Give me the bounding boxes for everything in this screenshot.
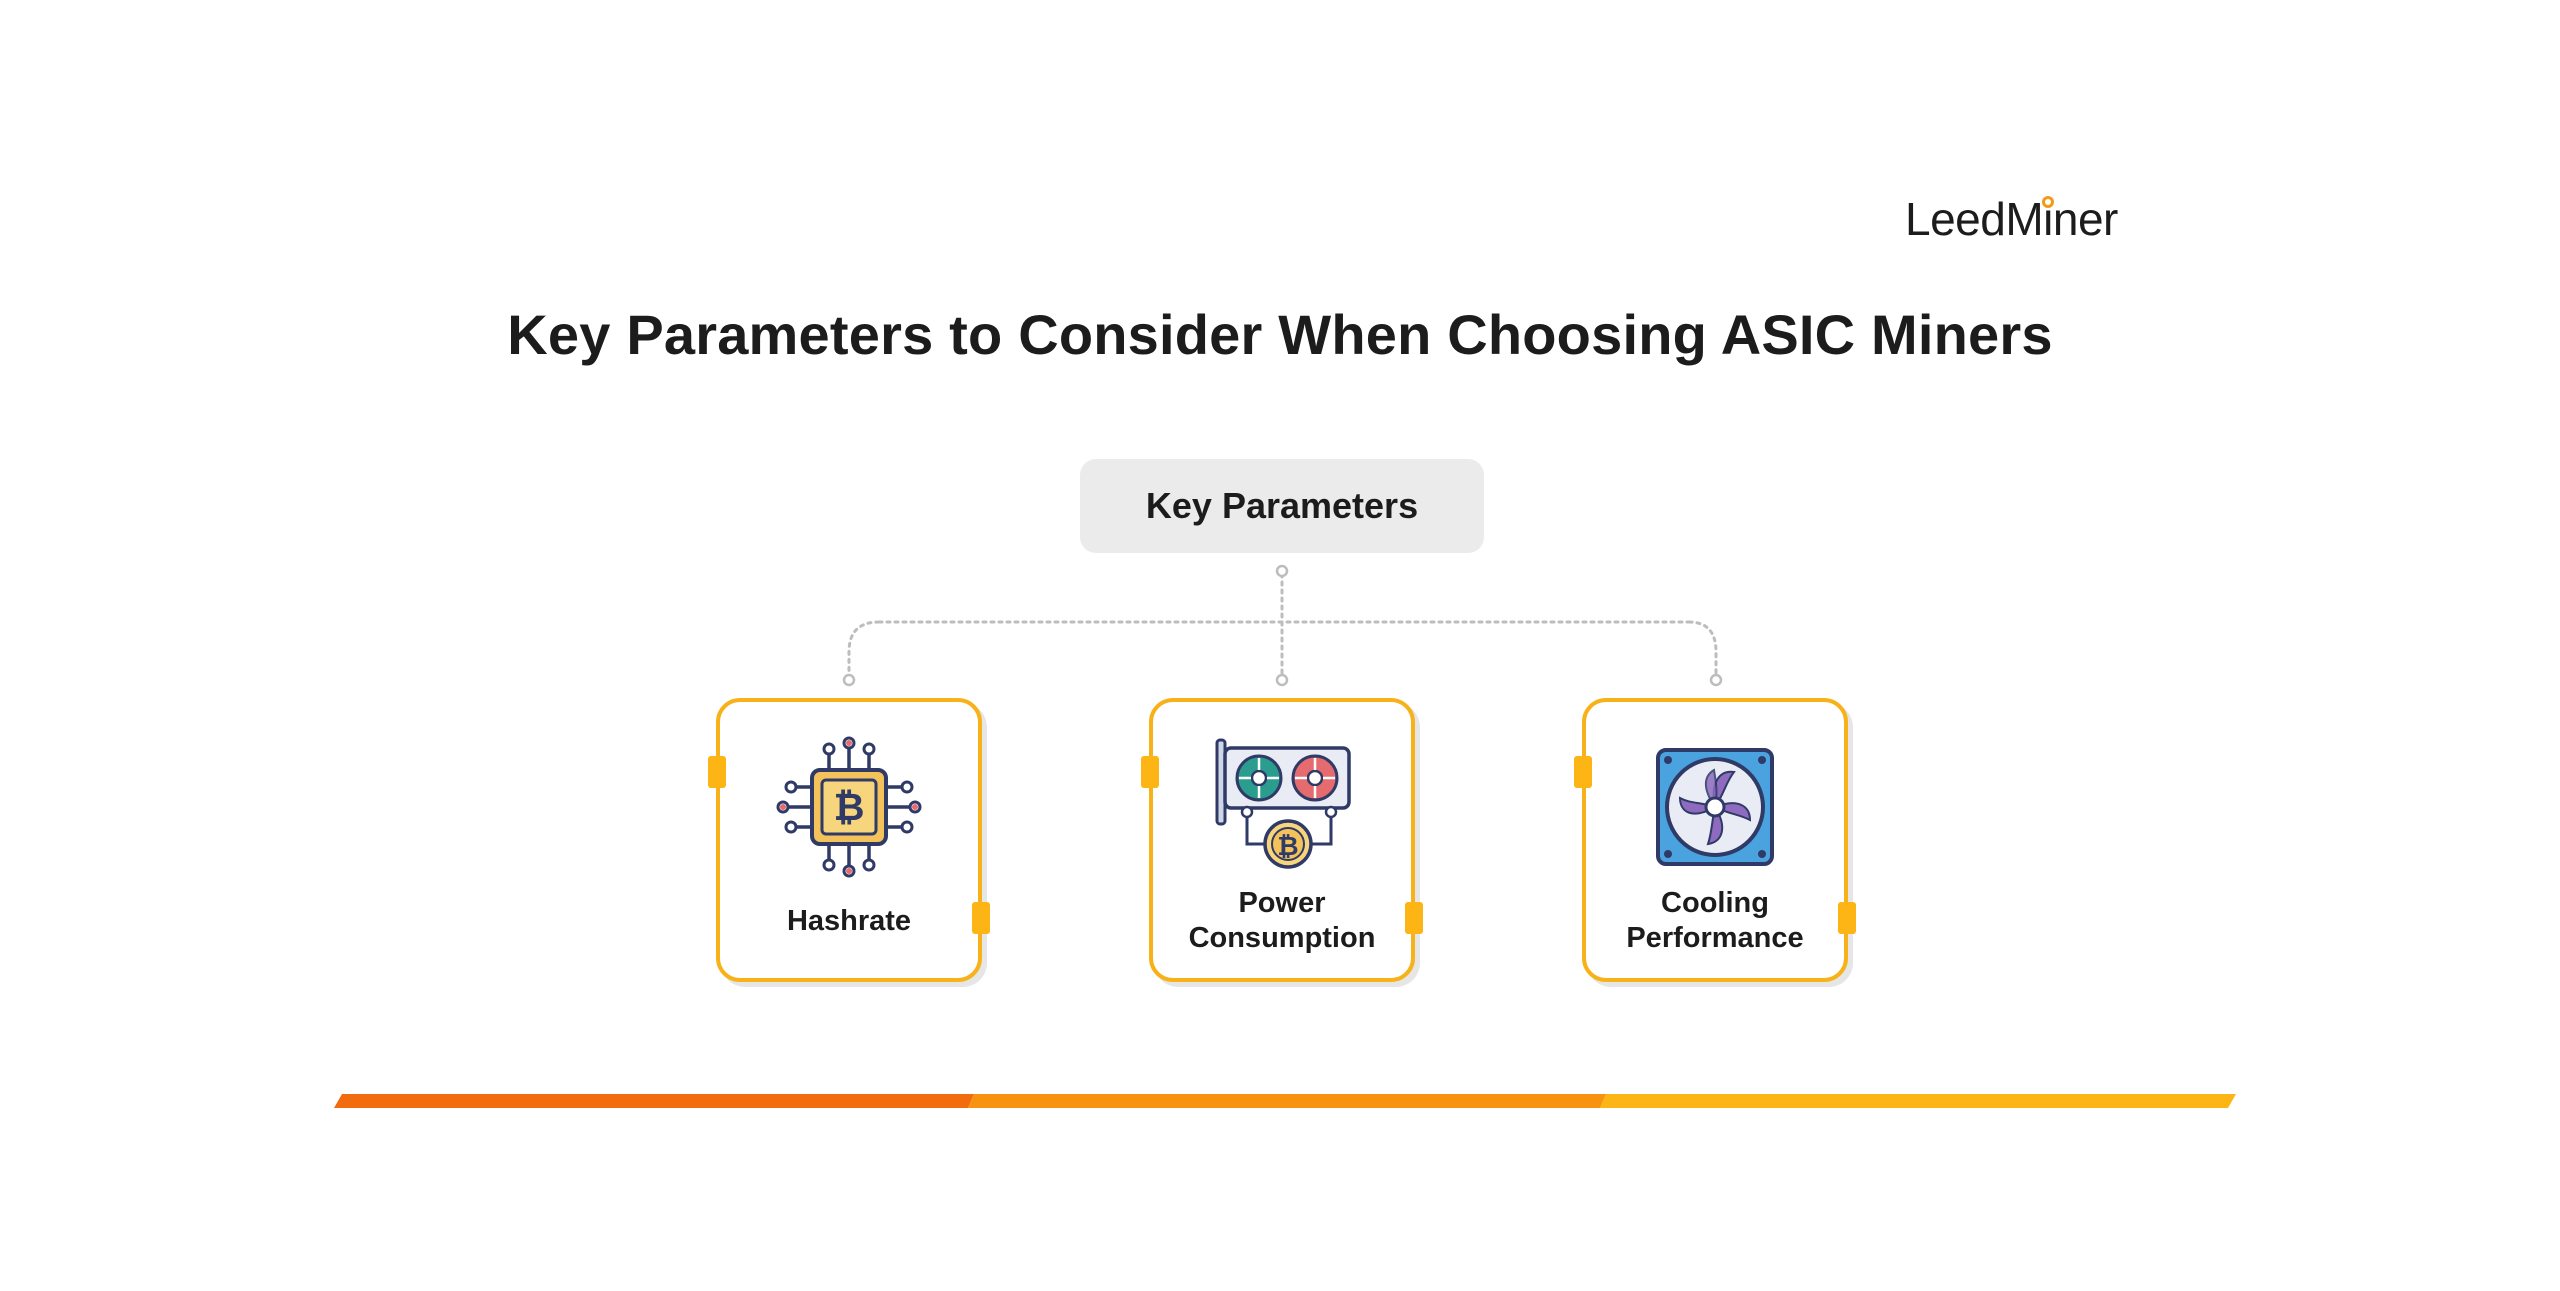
bar-segment-2 (968, 1094, 1606, 1108)
svg-text:₿: ₿ (1277, 832, 1298, 862)
parameter-card-hashrate: ₿ Hashrate (708, 698, 990, 982)
bitcoin-chip-icon: ₿ (776, 736, 922, 878)
card-tab-left (708, 756, 726, 788)
logo-accent-dot (2042, 196, 2054, 208)
logo-accent-letter: i (2041, 192, 2056, 246)
root-node: Key Parameters (1080, 459, 1484, 553)
card-tab-right (972, 902, 990, 934)
bar-segment-1 (334, 1094, 974, 1108)
connector-node-center (1275, 673, 1289, 687)
bar-segment-3 (1600, 1094, 2236, 1108)
card-tab-right (1405, 902, 1423, 934)
card-label-hashrate: Hashrate (786, 904, 912, 937)
connector-node-top (1275, 564, 1289, 578)
connector-left (847, 620, 881, 677)
page-title: Key Parameters to Consider When Choosing… (507, 303, 2053, 366)
root-node-label: Key Parameters (1145, 485, 1419, 526)
cooling-fan-icon (1656, 748, 1774, 866)
card-label-cooling-performance: Cooling Performance (1626, 887, 1804, 954)
card-tab-right (1838, 902, 1856, 934)
card-tab-left (1141, 756, 1159, 788)
connector-node-right (1709, 673, 1723, 687)
connector-right (1687, 620, 1718, 677)
bottom-gradient-bar (334, 1094, 2236, 1108)
parameter-card-power-consumption: ₿ Power Consumption (1141, 698, 1423, 982)
gpu-fans-bitcoin-icon: ₿ (1215, 738, 1351, 869)
card-tab-left (1574, 756, 1592, 788)
svg-text:₿: ₿ (834, 785, 865, 829)
parameter-card-cooling-performance: Cooling Performance (1574, 698, 1856, 982)
card-label-power-consumption: Power Consumption (1188, 887, 1376, 954)
connector-node-left (842, 673, 856, 687)
